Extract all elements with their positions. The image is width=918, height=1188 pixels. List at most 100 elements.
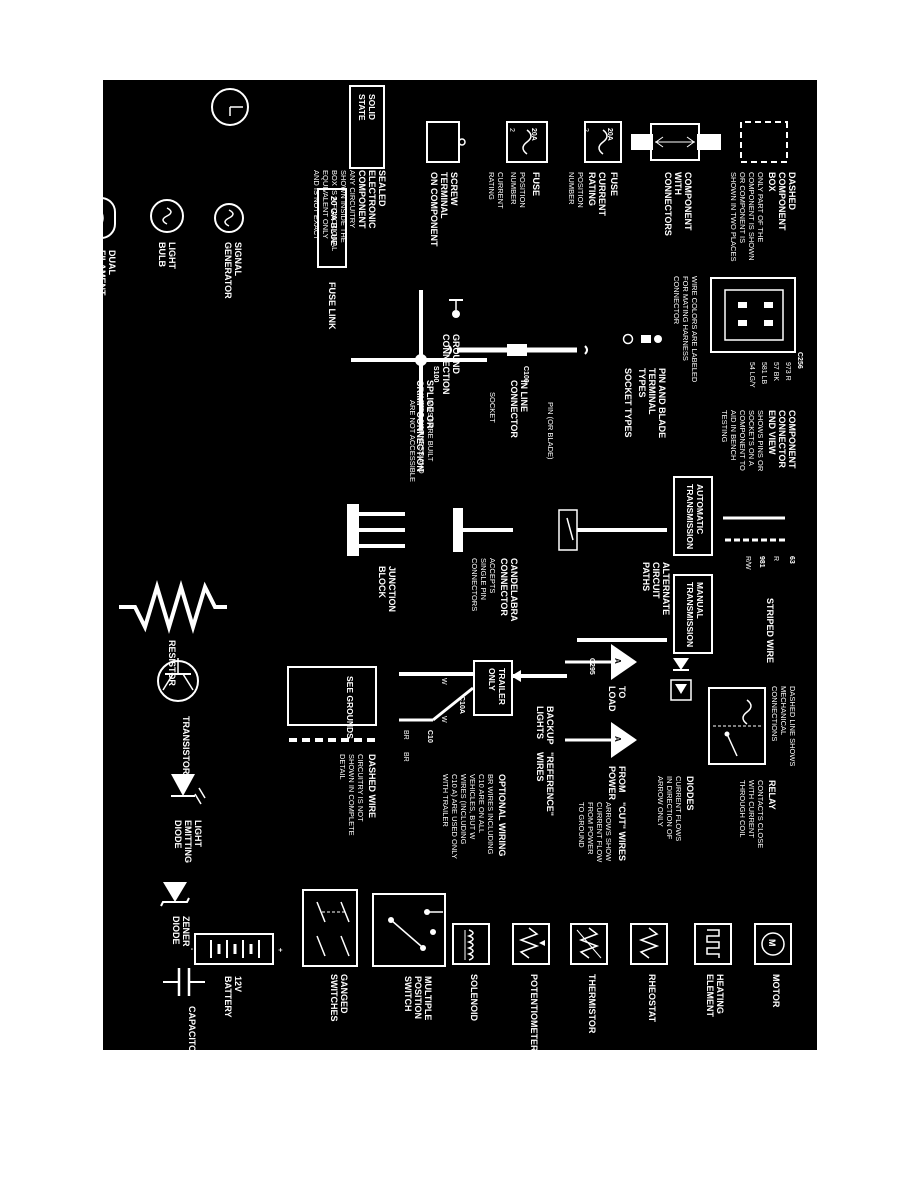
candelabra-desc: ACCEPTS SINGLE PIN CONNECTORS: [470, 558, 497, 612]
motor-title: MOTOR: [771, 974, 781, 1008]
battery-plus: +: [276, 948, 283, 953]
fuse-link-wire: 20 GA BLUE: [329, 196, 339, 246]
ground-symbol: [447, 296, 465, 326]
potentiometer-symbol: [511, 922, 551, 966]
striped-wire-color-2: R/W: [744, 556, 751, 570]
fuse-link-title: FUSE LINK: [327, 282, 337, 330]
c256-note: WIRE COLORS ARE LABELED FOR MATING HARNE…: [672, 276, 699, 383]
led-symbol: [161, 766, 206, 810]
candelabra-title: CANDELABRA CONNECTOR: [499, 558, 519, 622]
c256-label: C256: [796, 352, 803, 369]
optional-wiring-lines: [393, 660, 474, 750]
relay-symbol: [707, 686, 767, 766]
heating-element-symbol: [693, 922, 733, 966]
light-bulb-title: LIGHT BULB: [157, 242, 177, 269]
optional-br2: BR: [402, 752, 409, 762]
solid-state-title: SEALED ELECTRONIC COMPONENT: [357, 170, 387, 229]
cut-wire-from-power: A: [561, 720, 641, 760]
zener-diode-symbol: [157, 876, 193, 912]
optional-c10: C10: [426, 730, 433, 743]
inline-connector-title: IN LINE CONNECTOR: [509, 380, 529, 438]
relay-dashed-note: DASHED LINE SHOWS MECHANICAL CONNECTIONS: [770, 686, 797, 767]
c256-wire-3: 581 LB: [760, 362, 767, 385]
dashed-wire-title: DASHED WIRE: [367, 754, 377, 819]
solid-state-box: [349, 85, 385, 169]
inline-connector-pin: PIN (OR BLADE): [546, 402, 555, 460]
component-connector-end-view: [707, 276, 797, 358]
striped-wire-number-2: 981: [758, 556, 765, 568]
reference-wire-symbol: [509, 666, 569, 686]
capacitor-title: CAPACITOR: [187, 1006, 197, 1050]
fuse-2-rating: 20A: [530, 128, 537, 141]
cut-to-load-label: TO LOAD: [607, 686, 627, 712]
heating-element-title: HEATING ELEMENT: [705, 974, 725, 1018]
cut-wire-tag-1: A: [613, 658, 622, 664]
thermistor-symbol: [569, 922, 609, 966]
screw-terminal-title: SCREW TERMINAL ON COMPONENT: [429, 172, 459, 247]
battery-symbol: [189, 932, 279, 972]
fuse-symbol-2: [505, 120, 549, 164]
fuse-2-position-number: POSITION NUMBER: [509, 172, 527, 208]
capacitor-symbol: [161, 962, 205, 1002]
zener-diode-title: ZENER DIODE: [171, 916, 191, 947]
automatic-transmission-label: AUTOMATIC TRANSMISSION: [685, 484, 705, 550]
fuse-symbol-1: [583, 120, 623, 164]
trailer-only-box: [473, 660, 513, 716]
thermistor-title: THERMISTOR: [587, 974, 597, 1034]
cut-wire-tag-2: A: [613, 736, 622, 742]
fuse-2-current-rating: CURRENT RATING: [487, 172, 505, 209]
cut-wire-to-load: A: [561, 642, 641, 682]
socket-types-label: SOCKET TYPES: [623, 368, 633, 438]
c256-wire-4: 54 LG/Y: [748, 362, 755, 388]
component-connectors-symbol: [631, 120, 721, 164]
solenoid-symbol: [451, 922, 491, 966]
see-grounds-label: SEE GROUNDS: [345, 676, 355, 739]
motor-symbol: M: [753, 922, 793, 966]
solenoid-title: SOLENOID: [469, 974, 479, 1022]
trailer-only-label: TRAILER ONLY: [487, 668, 507, 705]
c256-title: COMPONENT CONNECTOR END VIEW: [767, 410, 797, 469]
fuse-1-current-rating: CURRENT RATING: [587, 172, 607, 216]
alternate-paths-wires: [557, 500, 667, 670]
c256-wire-2: 57 BK: [772, 362, 779, 382]
ganged-switches-symbol: [301, 888, 359, 968]
battery-minus: -: [188, 948, 195, 951]
rotated-legend: DASHED COMPONENT BOX ONLY PART OF THE CO…: [103, 80, 817, 1050]
optional-c10a: C10A: [458, 696, 465, 714]
rheostat-symbol: [629, 922, 669, 966]
fuse-1-rating: 20A: [606, 128, 613, 141]
optional-w1: W: [440, 678, 447, 685]
candelabra-connector-symbol: [437, 500, 517, 560]
striped-wire-title: STRIPED WIRE: [765, 598, 775, 664]
relay-desc: CONTACTS CLOSE WITH CURRENT THROUGH COIL: [738, 780, 765, 849]
signal-generator-title: SIGNAL GENERATOR: [223, 242, 243, 299]
dashed-wire-desc: CIRCUITRY IS NOT SHOWN IN COMPLETE DETAI…: [338, 754, 365, 836]
dashed-wire-line: [287, 732, 377, 748]
inline-connector-symbol: [447, 280, 588, 420]
relay-title: RELAY: [767, 780, 777, 810]
transistor-symbol: [153, 656, 203, 706]
dual-filament-bulb-title: DUAL FILAMENT LIGHT BULB: [103, 250, 117, 296]
multiple-position-switch-title: MULTIPLE POSITION SWITCH: [403, 976, 433, 1021]
potentiometer-title: POTENTIOMETER: [529, 974, 539, 1050]
pin-terminal-icon: [639, 332, 663, 346]
fuse-2-label: FUSE: [531, 172, 541, 197]
see-grounds-box: [287, 666, 377, 726]
optional-wiring-title: OPTIONAL WIRING: [497, 774, 507, 857]
striped-wire-color-1: R: [772, 556, 779, 562]
optional-br1: BR: [402, 730, 409, 740]
reference-wire-label: BACKUP LIGHTS: [535, 706, 555, 745]
dashed-component-title: DASHED COMPONENT BOX: [767, 172, 797, 231]
battery-title: 12V BATTERY: [223, 976, 243, 1018]
striped-wire-number-1: 63: [788, 556, 795, 564]
terminal-types-title: PIN AND BLADE TERMINAL TYPES: [637, 368, 667, 439]
c256-desc: SHOWS PINS OR SOCKETS ON A COMPONENT TO …: [720, 410, 765, 472]
fuse-1-position: 2: [582, 128, 589, 132]
fuse-link-box: [317, 188, 347, 268]
reference-title: "REFERENCE" WIRES: [535, 752, 555, 817]
fuse-1-position-number: POSITION NUMBER: [567, 172, 585, 208]
diodes-desc: CURRENT FLOWS IN DIRECTION OF ARROW ONLY: [656, 776, 683, 842]
led-title: LIGHT EMITTING DIODE: [173, 820, 203, 863]
fuse-1-label: FUSE: [609, 172, 619, 197]
component-connectors-title: COMPONENT WITH CONNECTORS: [663, 172, 693, 236]
